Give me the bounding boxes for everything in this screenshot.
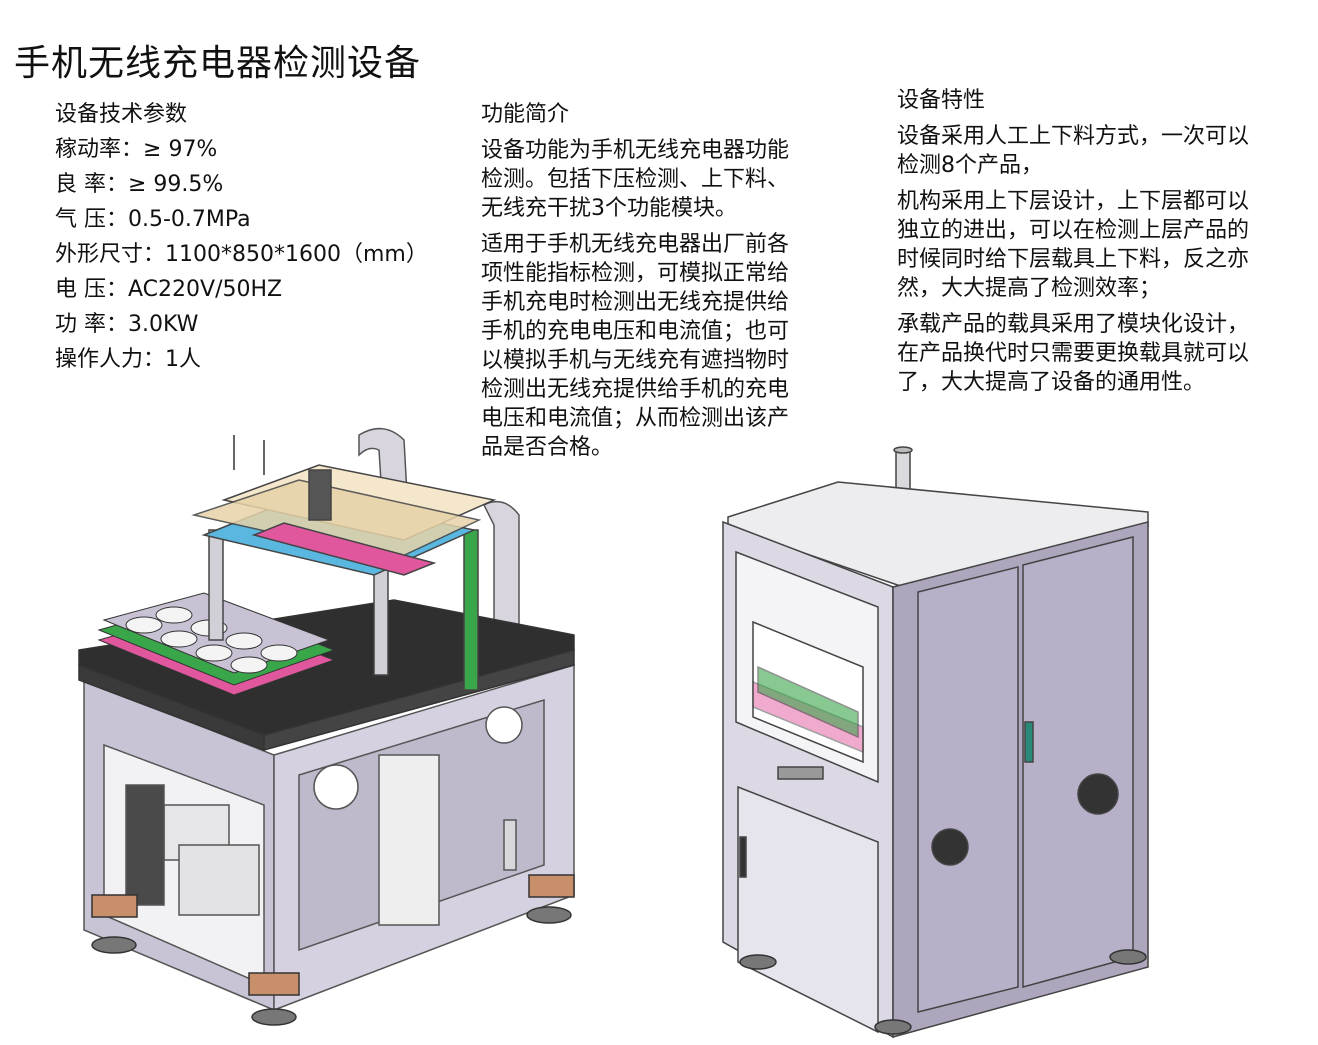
spec-value: AC220V/50HZ bbox=[128, 277, 283, 302]
enclosed-cabinet-machine-illustration bbox=[718, 442, 1164, 1042]
specs-heading: 设备技术参数 bbox=[55, 102, 188, 127]
text-line: 在产品换代时只需要更换载具就可以 bbox=[897, 341, 1250, 366]
text-line: 检测8个产品， bbox=[897, 153, 1043, 178]
frame-body bbox=[83, 663, 575, 1012]
spec-label: 操作人力： bbox=[55, 347, 166, 372]
feature-paragraph: 设备采用人工上下料方式，一次可以 检测8个产品， bbox=[897, 122, 1287, 180]
leveling-feet bbox=[91, 874, 575, 1026]
features-section: 设备特性 设备采用人工上下料方式，一次可以 检测8个产品， 机构采用上下层设计，… bbox=[897, 86, 1287, 404]
text-line: 独立的进出，可以在检测上层产品的 bbox=[897, 218, 1250, 243]
text-line: 品是否合格。 bbox=[481, 435, 614, 460]
spec-row: 气 压：0.5-0.7MPa bbox=[55, 202, 428, 237]
spec-value: ≥ 97% bbox=[143, 137, 218, 162]
spec-row: 功 率：3.0KW bbox=[55, 307, 428, 342]
specs-section: 设备技术参数 稼动率：≥ 97% 良 率：≥ 99.5% 气 压：0.5-0.7… bbox=[55, 100, 428, 377]
spec-value: ≥ 99.5% bbox=[128, 172, 224, 197]
text-line: 以模拟手机与无线充有遮挡物时 bbox=[481, 348, 790, 373]
cabinet-side bbox=[892, 521, 1149, 1038]
text-line: 适用于手机无线充电器出厂前各 bbox=[481, 232, 790, 257]
text-line: 时候同时给下层载具上下料，反之亦 bbox=[897, 247, 1250, 272]
spec-row: 良 率：≥ 99.5% bbox=[55, 167, 428, 202]
intro-paragraph: 适用于手机无线充电器出厂前各 项性能指标检测，可模拟正常给 手机充电时检测出无线… bbox=[481, 230, 821, 462]
intro-heading: 功能简介 bbox=[481, 102, 570, 127]
text-line: 机构采用上下层设计，上下层都可以 bbox=[897, 189, 1250, 214]
feature-paragraph: 机构采用上下层设计，上下层都可以 独立的进出，可以在检测上层产品的 时候同时给下… bbox=[897, 187, 1287, 303]
text-line: 电压和电流值；从而检测出该产 bbox=[481, 406, 790, 431]
spec-label: 稼动率： bbox=[55, 137, 144, 162]
spec-label: 良 率： bbox=[55, 172, 128, 197]
text-line: 承载产品的载具采用了模块化设计， bbox=[897, 312, 1250, 337]
spec-label: 功 率： bbox=[55, 312, 128, 337]
text-line: 手机的充电电压和电流值；也可 bbox=[481, 319, 790, 344]
features-heading: 设备特性 bbox=[897, 88, 986, 113]
text-line: 手机充电时检测出无线充提供给 bbox=[481, 290, 790, 315]
intro-section: 功能简介 设备功能为手机无线充电器功能 检测。包括下压检测、上下料、 无线充干扰… bbox=[481, 100, 821, 469]
cabinet-front bbox=[722, 520, 894, 1039]
spec-label: 外形尺寸： bbox=[55, 242, 166, 267]
spec-row: 电 压：AC220V/50HZ bbox=[55, 272, 428, 307]
spec-value: 0.5-0.7MPa bbox=[128, 207, 251, 232]
spec-value: 1100*850*1600（mm） bbox=[165, 242, 428, 267]
text-line: 项性能指标检测，可模拟正常给 bbox=[481, 261, 790, 286]
spec-value: 3.0KW bbox=[128, 312, 199, 337]
gantry bbox=[191, 435, 497, 691]
leveling-feet bbox=[739, 949, 1147, 1035]
feature-paragraph: 承载产品的载具采用了模块化设计， 在产品换代时只需要更换载具就可以 了，大大提高… bbox=[897, 310, 1287, 397]
open-frame-machine-illustration bbox=[74, 425, 594, 1037]
text-line: 检测。包括下压检测、上下料、 bbox=[481, 167, 790, 192]
spec-row: 外形尺寸：1100*850*1600（mm） bbox=[55, 237, 428, 272]
spec-row: 稼动率：≥ 97% bbox=[55, 132, 428, 167]
text-line: 了，大大提高了设备的通用性。 bbox=[897, 370, 1206, 395]
page-title: 手机无线充电器检测设备 bbox=[14, 43, 422, 85]
spec-label: 气 压： bbox=[55, 207, 128, 232]
text-line: 然，大大提高了检测效率； bbox=[897, 276, 1162, 301]
text-line: 设备功能为手机无线充电器功能 bbox=[481, 138, 790, 163]
text-line: 设备采用人工上下料方式，一次可以 bbox=[897, 124, 1250, 149]
spec-row: 操作人力：1人 bbox=[55, 342, 428, 377]
spec-label: 电 压： bbox=[55, 277, 128, 302]
text-line: 无线充干扰3个功能模块。 bbox=[481, 196, 737, 221]
intro-paragraph: 设备功能为手机无线充电器功能 检测。包括下压检测、上下料、 无线充干扰3个功能模… bbox=[481, 136, 821, 223]
spec-value: 1人 bbox=[165, 347, 202, 372]
text-line: 检测出无线充提供给手机的充电 bbox=[481, 377, 790, 402]
